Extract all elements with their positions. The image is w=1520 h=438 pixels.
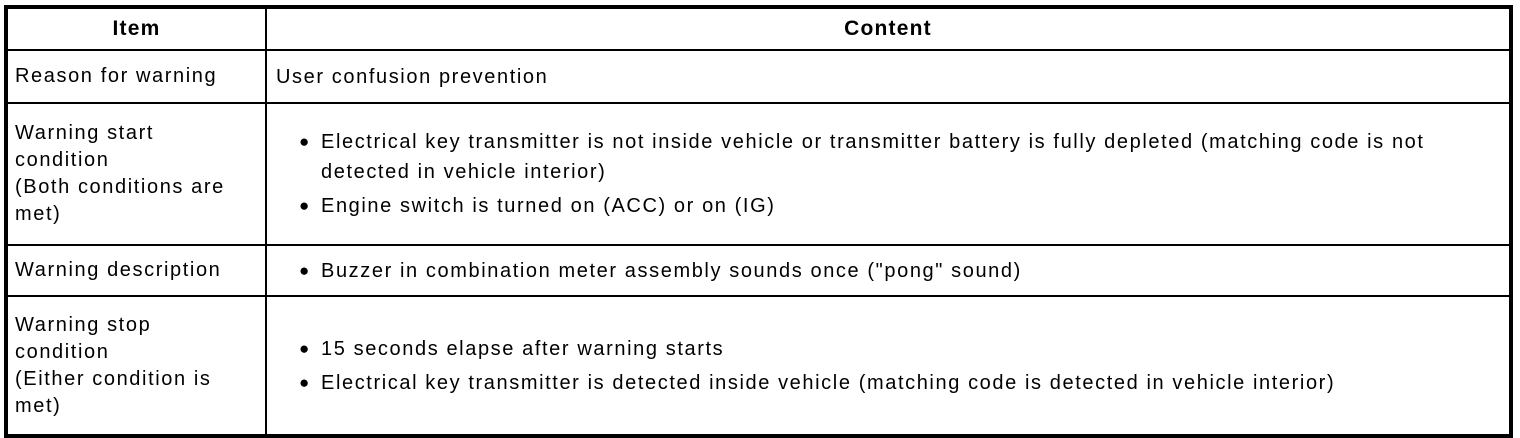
row-item-label: Reason for warning (5, 49, 267, 104)
row-item-label: Warning description (5, 244, 267, 297)
row-content-text: User confusion prevention (276, 65, 549, 88)
item-column-header: Item (5, 6, 267, 51)
bullet-icon: ● (299, 372, 311, 392)
bullet-item: ● Electrical key transmitter is detected… (267, 368, 1499, 398)
bullet-item-text: 15 seconds elapse after warning starts (321, 337, 725, 360)
row-item-label: Warning start condition (Both conditions… (5, 102, 267, 246)
table-row-warning-start: Warning start condition (Both conditions… (5, 102, 1512, 246)
content-column-header: Content (265, 6, 1512, 51)
table-row-warning-stop: Warning stop condition (Either condition… (5, 295, 1512, 437)
bullet-item: ● Buzzer in combination meter assembly s… (267, 256, 1499, 286)
bullet-item-text: Engine switch is turned on (ACC) or on (… (321, 195, 776, 217)
row-content-cell: User confusion prevention (265, 49, 1512, 104)
table-row-reason-for-warning: Reason for warning User confusion preven… (5, 49, 1512, 104)
row-content-cell: ● 15 seconds elapse after warning starts… (265, 295, 1512, 437)
bullet-icon: ● (299, 196, 311, 215)
row-item-label: Warning stop condition (Either condition… (5, 295, 267, 437)
table-header-row: Item Content (5, 6, 1512, 51)
warning-spec-document: Item Content Reason for warning User con… (4, 5, 1513, 438)
bullet-item: ● Engine switch is turned on (ACC) or on… (267, 191, 1499, 221)
row-content-cell: ● Buzzer in combination meter assembly s… (265, 244, 1512, 297)
bullet-icon: ● (299, 338, 311, 358)
bullet-icon: ● (299, 260, 311, 280)
bullet-icon: ● (299, 132, 311, 151)
table-row-warning-description: Warning description ● Buzzer in combinat… (5, 244, 1512, 297)
bullet-item-text: Electrical key transmitter is detected i… (321, 371, 1336, 394)
table-body: Reason for warning User confusion preven… (5, 49, 1512, 437)
bullet-item: ● Electrical key transmitter is not insi… (267, 127, 1499, 187)
row-content-cell: ● Electrical key transmitter is not insi… (265, 102, 1512, 246)
bullet-item-text: Electrical key transmitter is not inside… (321, 131, 1425, 183)
warning-table: Item Content Reason for warning User con… (4, 5, 1513, 438)
bullet-item-text: Buzzer in combination meter assembly sou… (321, 259, 1022, 282)
bullet-item: ● 15 seconds elapse after warning starts (267, 334, 1499, 364)
